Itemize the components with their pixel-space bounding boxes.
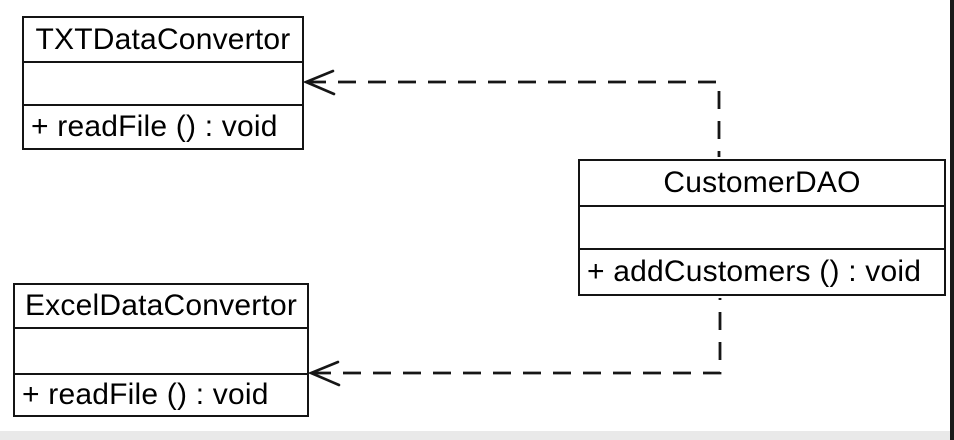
method-signature: + readFile () : void	[22, 378, 269, 411]
class-box-customerdao: CustomerDAO + addCustomers () : void	[578, 159, 946, 296]
methods-compartment: + readFile () : void	[24, 106, 302, 148]
method-signature: + readFile () : void	[31, 110, 278, 143]
class-name: CustomerDAO	[580, 161, 944, 207]
method-signature: + addCustomers () : void	[587, 255, 922, 288]
attributes-compartment	[24, 63, 302, 106]
open-arrowhead-icon	[302, 69, 336, 96]
dependency-arrow-customerdao-to-exceldataconvertor	[307, 298, 722, 387]
attributes-compartment	[15, 329, 307, 375]
methods-compartment: + readFile () : void	[15, 375, 307, 415]
attributes-compartment	[580, 207, 944, 250]
class-box-exceldataconvertor: ExcelDataConvertor + readFile () : void	[13, 283, 309, 417]
methods-compartment: + addCustomers () : void	[580, 250, 944, 294]
bottom-edge-strip	[0, 431, 950, 440]
dependency-arrow-customerdao-to-txtdataconvertor	[302, 69, 721, 157]
page-right-border	[950, 0, 954, 440]
class-box-txtdataconvertor: TXTDataConvertor + readFile () : void	[22, 16, 304, 150]
class-name: ExcelDataConvertor	[15, 285, 307, 329]
open-arrowhead-icon	[307, 360, 341, 387]
class-name: TXTDataConvertor	[24, 18, 302, 63]
